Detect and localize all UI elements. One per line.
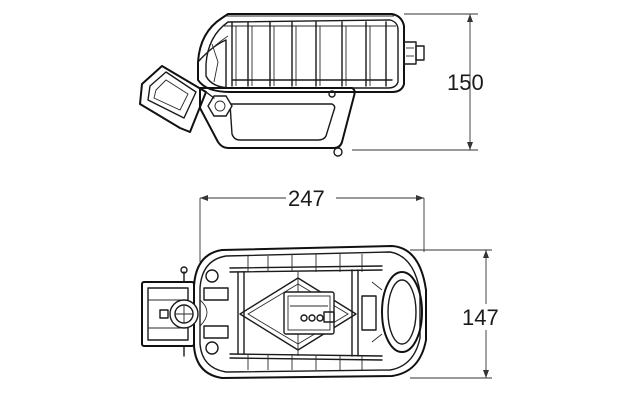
hex-nut <box>207 95 233 117</box>
dimension-label-width: 147 <box>462 305 499 330</box>
side-ribs <box>231 21 387 87</box>
dimension-150 <box>352 13 478 151</box>
right-lens <box>361 271 423 353</box>
side-view: 150 <box>139 13 484 157</box>
pole-adapter-top <box>141 266 199 357</box>
top-ribs <box>237 254 363 370</box>
left-fittings <box>199 269 229 355</box>
right-connector <box>403 41 425 65</box>
pole-adapter-side <box>139 65 215 133</box>
dimension-label-height: 150 <box>447 70 484 95</box>
center-module <box>283 291 335 335</box>
dimension-label-length: 247 <box>288 186 325 211</box>
top-view: 247 <box>141 186 512 379</box>
